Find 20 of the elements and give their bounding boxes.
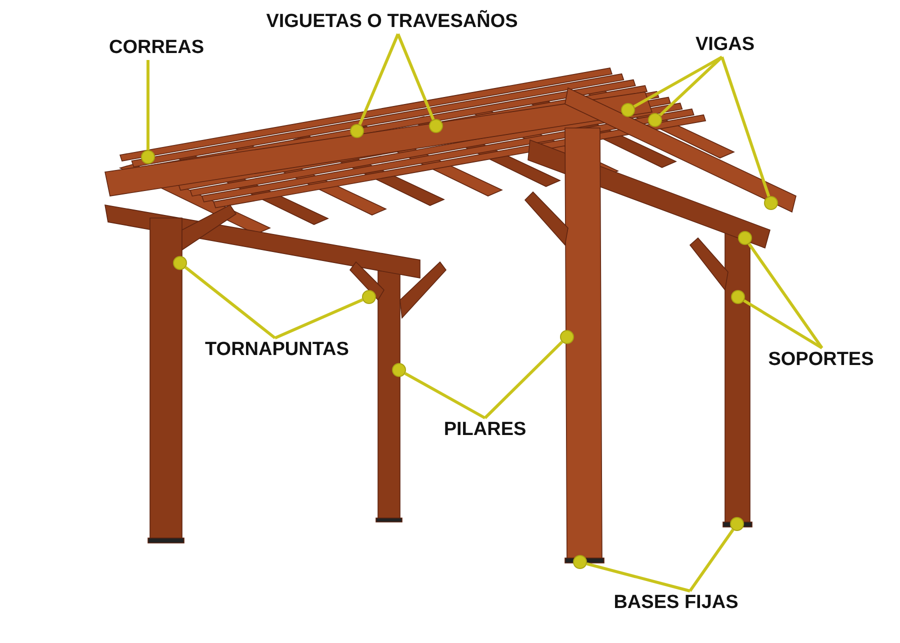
marker-dot bbox=[764, 196, 778, 210]
leader-line bbox=[659, 56, 724, 116]
leader-line bbox=[146, 60, 150, 150]
marker-dot bbox=[392, 363, 406, 377]
part-label: VIGAS bbox=[686, 33, 764, 57]
part-label: VIGUETAS O TRAVESAÑOS bbox=[236, 10, 548, 34]
leader-line bbox=[484, 340, 564, 420]
marker-dot bbox=[362, 290, 376, 304]
part-label: PILARES bbox=[433, 418, 537, 442]
part-label: TORNAPUNTAS bbox=[186, 338, 368, 362]
part-label: CORREAS bbox=[84, 36, 229, 60]
marker-dot bbox=[560, 330, 574, 344]
part-label: SOPORTES bbox=[754, 348, 888, 372]
leader-line bbox=[358, 33, 400, 126]
leader-line bbox=[184, 266, 276, 340]
part-label: BASES FIJAS bbox=[584, 591, 768, 615]
marker-dot bbox=[573, 555, 587, 569]
leader-line bbox=[396, 33, 435, 120]
leader-line bbox=[586, 562, 690, 592]
leader-line bbox=[720, 56, 770, 197]
